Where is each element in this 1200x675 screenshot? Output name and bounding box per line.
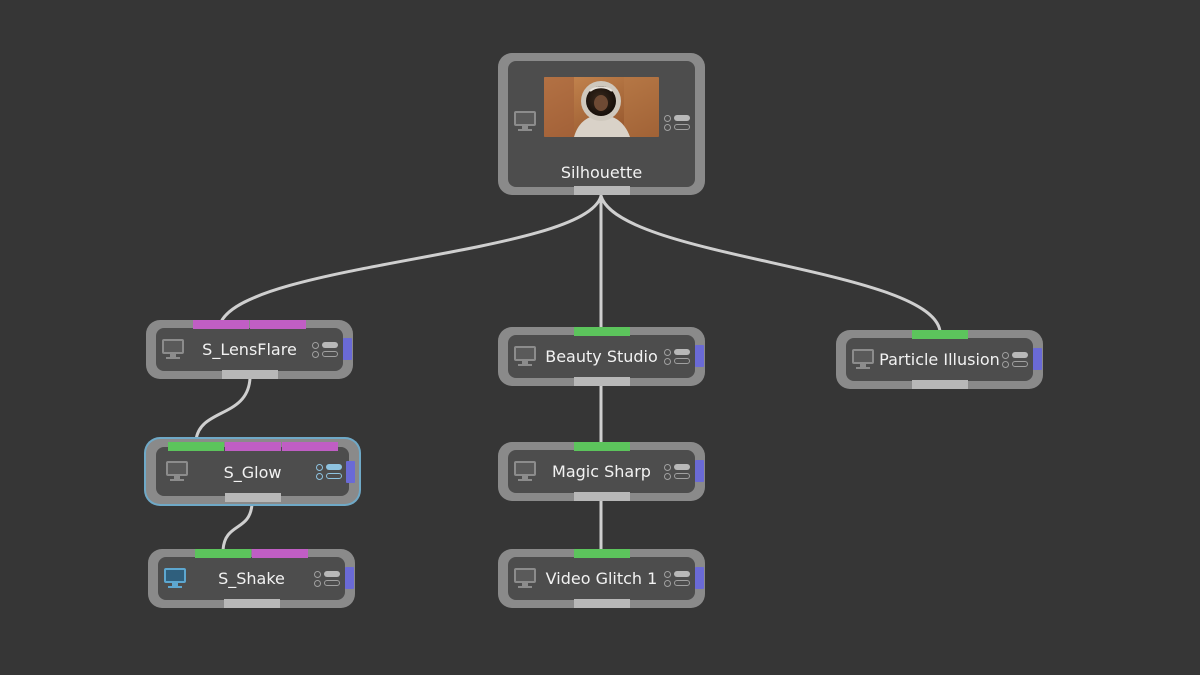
- wire-silhouette-to-particle: [601, 196, 940, 331]
- input-port-magenta[interactable]: [225, 442, 281, 451]
- input-port-magenta[interactable]: [282, 442, 338, 451]
- toggle-icons[interactable]: [316, 463, 344, 481]
- node-magic-sharp[interactable]: Magic Sharp: [498, 442, 705, 501]
- output-port[interactable]: [574, 599, 630, 608]
- node-s-shake[interactable]: S_Shake: [148, 549, 355, 608]
- output-port[interactable]: [574, 492, 630, 501]
- node-video-glitch[interactable]: Video Glitch 1: [498, 549, 705, 608]
- output-port[interactable]: [912, 380, 968, 389]
- toggle-icons[interactable]: [664, 570, 692, 588]
- output-port-side[interactable]: [346, 461, 355, 483]
- wire-silhouette-to-lensflare: [221, 196, 601, 322]
- node-beauty-studio[interactable]: Beauty Studio: [498, 327, 705, 386]
- node-silhouette[interactable]: Silhouette: [498, 53, 705, 195]
- wire-glow-to-shake: [223, 504, 252, 550]
- toggle-icons[interactable]: [664, 463, 692, 481]
- toggle-icons[interactable]: [1002, 351, 1030, 369]
- input-port-magenta[interactable]: [252, 549, 308, 558]
- astronaut-thumbnail: [544, 77, 659, 137]
- output-port-side[interactable]: [695, 345, 704, 367]
- input-port-green[interactable]: [574, 327, 630, 336]
- input-port-green[interactable]: [574, 549, 630, 558]
- node-particle-illusion[interactable]: Particle Illusion: [836, 330, 1043, 389]
- toggle-icons[interactable]: [314, 570, 342, 588]
- input-port-green[interactable]: [912, 330, 968, 339]
- toggle-icons[interactable]: [664, 114, 692, 132]
- output-port[interactable]: [224, 599, 280, 608]
- toggle-icons[interactable]: [664, 348, 692, 366]
- input-port-green[interactable]: [168, 442, 224, 451]
- output-port-side[interactable]: [345, 567, 354, 589]
- output-port[interactable]: [225, 493, 281, 502]
- node-s-glow[interactable]: S_Glow: [146, 439, 359, 504]
- output-port[interactable]: [574, 377, 630, 386]
- input-port-green[interactable]: [195, 549, 251, 558]
- output-port-side[interactable]: [695, 460, 704, 482]
- toggle-icons[interactable]: [312, 341, 340, 359]
- output-port-side[interactable]: [1033, 348, 1042, 370]
- output-port[interactable]: [574, 186, 630, 195]
- input-port-magenta[interactable]: [250, 320, 306, 329]
- node-s-lensflare[interactable]: S_LensFlare: [146, 320, 353, 379]
- output-port-side[interactable]: [343, 338, 352, 360]
- input-port-magenta[interactable]: [193, 320, 249, 329]
- output-port[interactable]: [222, 370, 278, 379]
- output-port-side[interactable]: [695, 567, 704, 589]
- node-title: Silhouette: [498, 163, 705, 182]
- wire-lensflare-to-glow: [196, 378, 250, 440]
- input-port-green[interactable]: [574, 442, 630, 451]
